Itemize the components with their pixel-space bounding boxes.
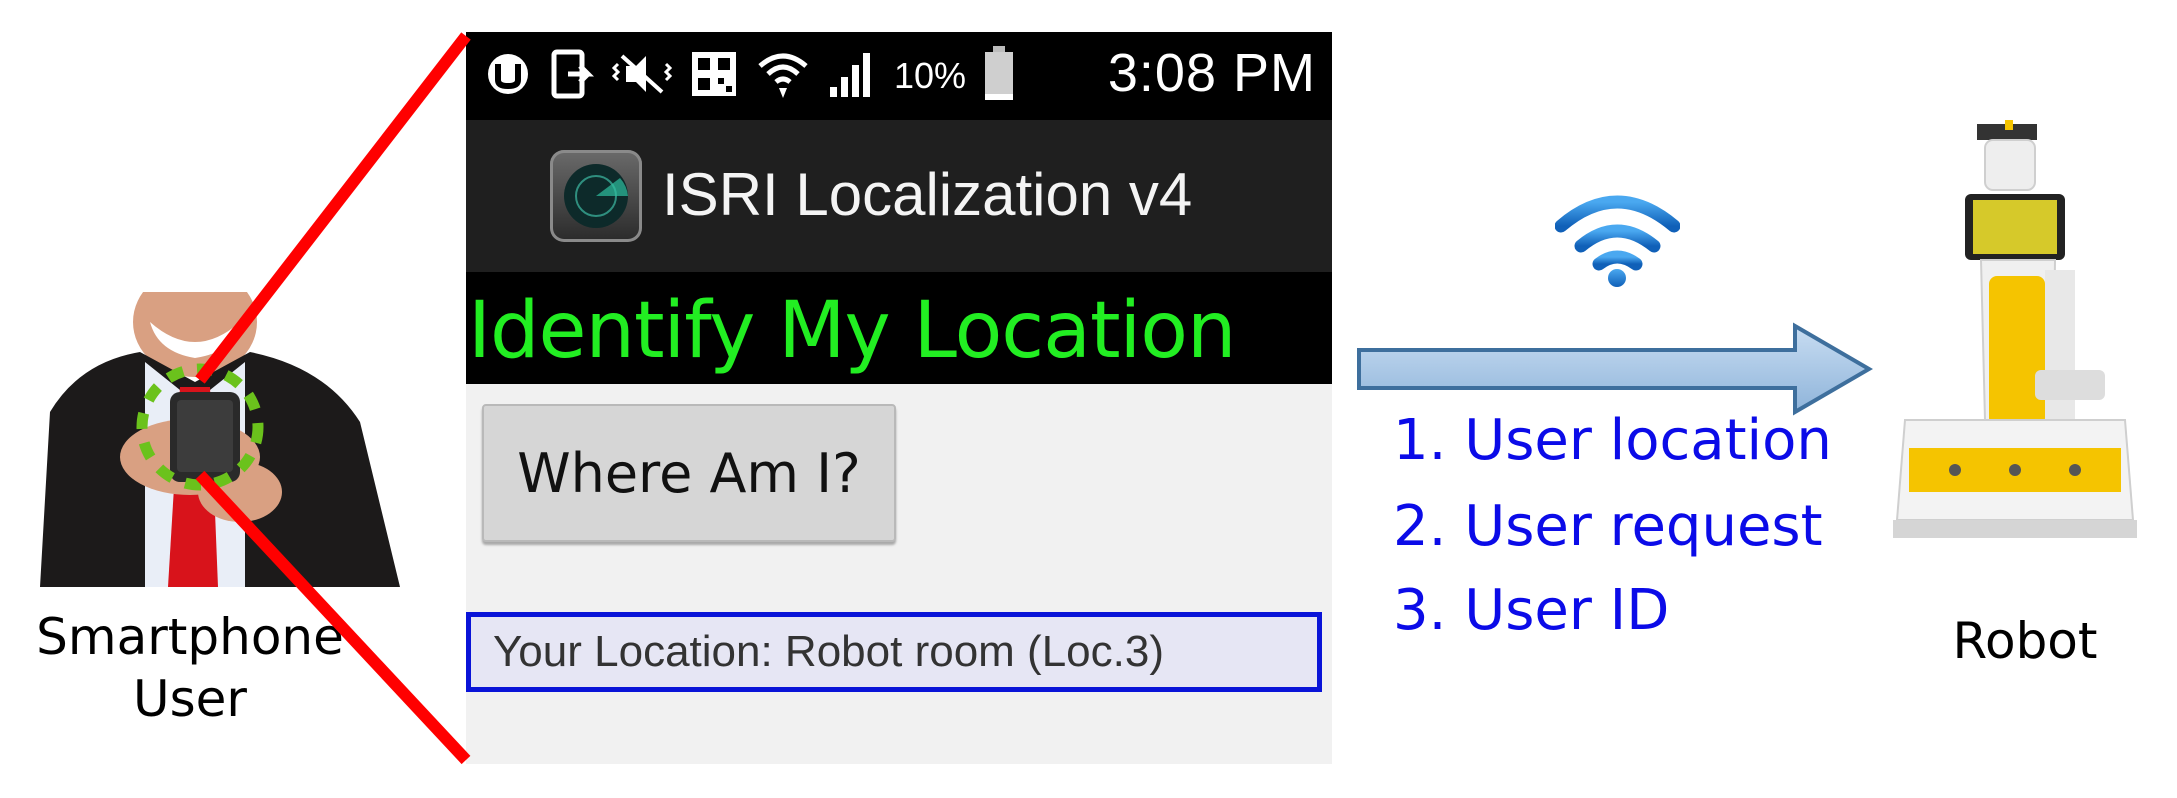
- wifi-status-icon: [756, 48, 810, 105]
- vibrate-mute-icon: [611, 50, 673, 103]
- app-title: ISRI Localization v4: [662, 161, 1193, 228]
- page-heading: Identify My Location: [468, 286, 1236, 376]
- user-caption: Smartphone User: [10, 606, 370, 730]
- screen-share-icon: [550, 48, 595, 105]
- robot-figure: [1885, 120, 2145, 590]
- message-item-2: 2. User request: [1393, 494, 1823, 559]
- where-am-i-button[interactable]: Where Am I?: [482, 404, 896, 542]
- action-bar: ISRI Localization v4: [466, 120, 1332, 272]
- status-bar: 10% 3:08 PM: [466, 32, 1332, 120]
- user-caption-line2: User: [133, 670, 247, 728]
- radar-icon: [550, 150, 642, 242]
- qr-code-icon: [690, 50, 738, 103]
- robot-caption: Robot: [1952, 612, 2098, 670]
- location-result-field: Your Location: Robot room (Loc.3): [466, 612, 1322, 692]
- signal-bars-icon: [828, 49, 876, 104]
- message-item-1: 1. User location: [1393, 408, 1832, 473]
- user-caption-line1: Smartphone: [36, 608, 344, 666]
- phone-screen: 10% 3:08 PM ISRI Localization v4 Identif…: [466, 32, 1332, 764]
- heading-strip: Identify My Location: [466, 272, 1332, 384]
- zoom-line-top: [195, 32, 471, 384]
- battery-icon: [984, 45, 1014, 107]
- data-arrow: [1355, 322, 1875, 422]
- message-item-3: 3. User ID: [1393, 578, 1670, 643]
- status-time: 3:08 PM: [1107, 43, 1316, 103]
- wifi-icon: [1554, 190, 1681, 295]
- battery-percent: 10%: [894, 55, 967, 96]
- location-result-text: Your Location: Robot room (Loc.3): [493, 627, 1164, 676]
- zoom-line-bottom: [195, 470, 471, 765]
- app-notification-icon: [484, 50, 532, 103]
